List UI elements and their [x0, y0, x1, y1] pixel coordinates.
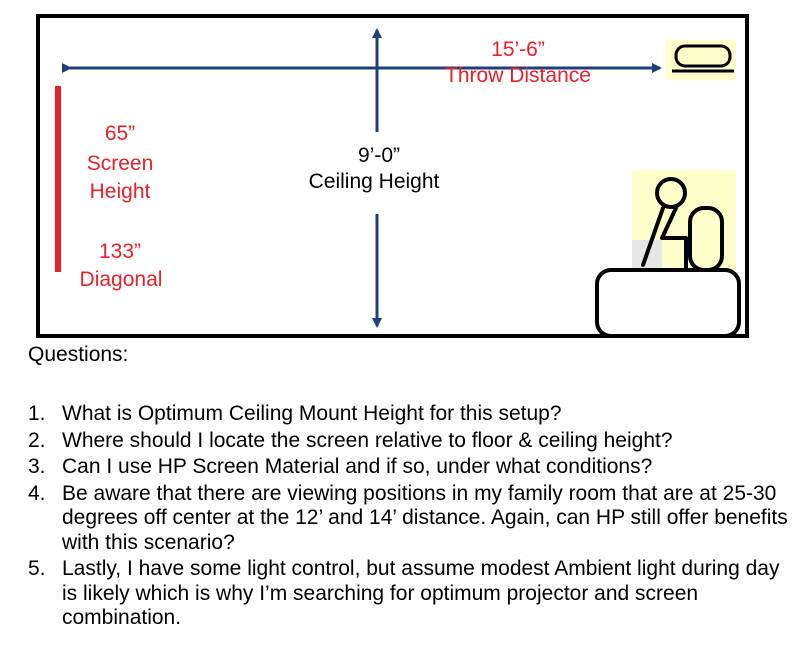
diagonal-label: Diagonal [79, 268, 163, 291]
room-diagram [36, 14, 749, 338]
list-item: 1. What is Optimum Ceiling Mount Height f… [28, 402, 798, 427]
question-number: 1. [28, 402, 46, 425]
question-text: Lastly, I have some light control, but a… [62, 557, 780, 629]
question-number: 2. [28, 428, 46, 452]
throw-distance-value: 15’-6” [491, 38, 545, 61]
list-item: 4. Be aware that there are viewing positi… [28, 482, 798, 556]
ceiling-height-value: 9’-0” [357, 144, 400, 167]
question-number: 3. [28, 455, 46, 478]
question-text: Where should I locate the screen relativ… [62, 428, 673, 452]
list-item: 3. Can I use HP Screen Material and if so… [28, 455, 798, 480]
throw-distance-label: Throw Distance [445, 64, 591, 87]
ceiling-height-label: Ceiling Height [308, 170, 440, 193]
diagonal-value: 133” [98, 240, 142, 263]
screen-height-value: 65” [104, 122, 136, 145]
projector-icon [672, 44, 734, 73]
question-text: Can I use HP Screen Material and if so, … [62, 455, 653, 478]
question-list: 1. What is Optimum Ceiling Mount Height f… [28, 402, 798, 633]
list-item: 2. Where should I locate the screen relat… [28, 429, 798, 454]
questions-heading: Questions: [28, 343, 129, 366]
list-item: 5. Lastly, I have some light control, but… [28, 557, 798, 631]
screen-height-label-1: Screen [86, 152, 154, 175]
couch-icon [595, 268, 741, 338]
screen-height-label-2: Height [89, 180, 151, 203]
question-text: Be aware that there are viewing position… [62, 481, 788, 554]
question-number: 5. [28, 557, 46, 580]
question-number: 4. [28, 481, 46, 505]
question-text: What is Optimum Ceiling Mount Height for… [62, 402, 562, 425]
